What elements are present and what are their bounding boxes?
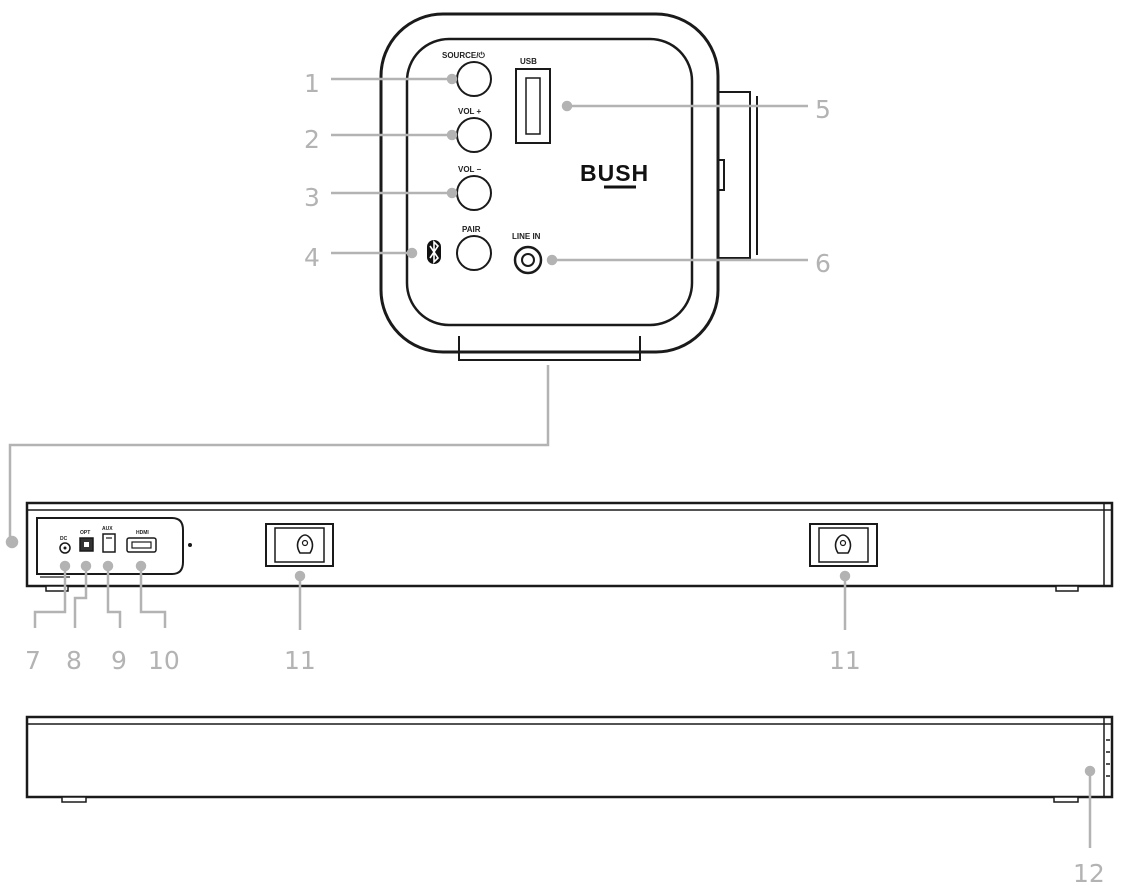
callout-8-leader <box>73 566 88 628</box>
optical-port-label: OPT <box>80 530 90 536</box>
callout-7-leader <box>33 566 67 628</box>
callout-7-dot <box>59 560 71 572</box>
bluetooth-icon <box>427 240 441 264</box>
bracket-tab <box>716 159 725 191</box>
source-power-button[interactable] <box>456 61 492 97</box>
callout-11b: 11 <box>829 646 861 675</box>
source-power-label: SOURCE/⏻ <box>442 51 485 60</box>
callout-2: 2 <box>304 125 320 154</box>
callout-7: 7 <box>25 646 41 675</box>
top-panel: SOURCE/⏻ VOL + VOL − PAIR USB BUSH LINE … <box>379 12 758 361</box>
callout-8: 8 <box>66 646 82 675</box>
callout-10-leader <box>139 566 167 628</box>
callout-5: 5 <box>815 95 831 124</box>
front-bar-body <box>25 715 1114 799</box>
callout-2-dot <box>446 129 458 141</box>
pair-label: PAIR <box>462 225 481 234</box>
front-view-bar <box>25 715 1114 803</box>
keyhole-center <box>839 539 847 547</box>
wall-mount-right <box>809 523 878 567</box>
rear-foot-left <box>45 585 69 592</box>
callout-6-dot <box>546 254 558 266</box>
callout-11b-dot <box>839 570 851 582</box>
view-connector-dot <box>5 535 19 549</box>
usb-port-inner <box>525 77 541 135</box>
optical-port-inner <box>84 542 89 547</box>
rear-bracket <box>710 91 751 259</box>
panel-foot <box>458 336 641 361</box>
callout-5-dot <box>561 100 573 112</box>
hdmi-port-inner <box>131 541 152 549</box>
volume-down-button[interactable] <box>456 175 492 211</box>
callout-3: 3 <box>304 183 320 212</box>
pair-button[interactable] <box>456 235 492 271</box>
side-grille <box>1106 739 1110 777</box>
callout-11a: 11 <box>284 646 316 675</box>
callout-12: 12 <box>1073 859 1105 888</box>
volume-down-label: VOL − <box>458 165 482 174</box>
callout-1: 1 <box>304 69 320 98</box>
callout-4-dot <box>406 247 418 259</box>
callout-11a-dot <box>294 570 306 582</box>
top-callouts <box>5 73 808 549</box>
usb-label: USB <box>520 57 537 66</box>
callout-9-dot <box>102 560 114 572</box>
callout-10: 10 <box>148 646 180 675</box>
rear-bar-body <box>25 501 1114 588</box>
aux-port-label: AUX <box>102 526 113 532</box>
volume-up-label: VOL + <box>458 107 482 116</box>
keyhole-center <box>301 539 309 547</box>
callout-6: 6 <box>815 249 831 278</box>
dc-port-label: DC <box>60 536 68 542</box>
front-foot-right <box>1053 796 1079 803</box>
callout-9: 9 <box>111 646 127 675</box>
dc-port-pin <box>63 546 67 550</box>
callout-9-leader <box>106 566 122 628</box>
line-in-jack-inner <box>521 253 535 267</box>
callout-12-dot <box>1084 765 1096 777</box>
view-connector-leader <box>8 365 550 542</box>
aux-port[interactable] <box>102 533 116 553</box>
hdmi-port-label: HDMI <box>136 530 149 536</box>
callout-1-dot <box>446 73 458 85</box>
front-foot-left <box>61 796 87 803</box>
rear-foot-right <box>1055 585 1079 592</box>
callout-4: 4 <box>304 243 320 272</box>
callout-3-dot <box>446 187 458 199</box>
front-callouts <box>1084 765 1096 848</box>
callout-8-dot <box>80 560 92 572</box>
rear-callouts <box>33 560 851 630</box>
rear-view-bar: DC OPT AUX HDMI <box>25 501 1114 592</box>
volume-up-button[interactable] <box>456 117 492 153</box>
brand-logo: BUSH <box>580 160 649 189</box>
wall-mount-left <box>265 523 334 567</box>
recess-screw <box>188 543 192 547</box>
callout-10-dot <box>135 560 147 572</box>
line-in-label: LINE IN <box>512 232 541 241</box>
brand-name: BUSH <box>580 160 649 186</box>
